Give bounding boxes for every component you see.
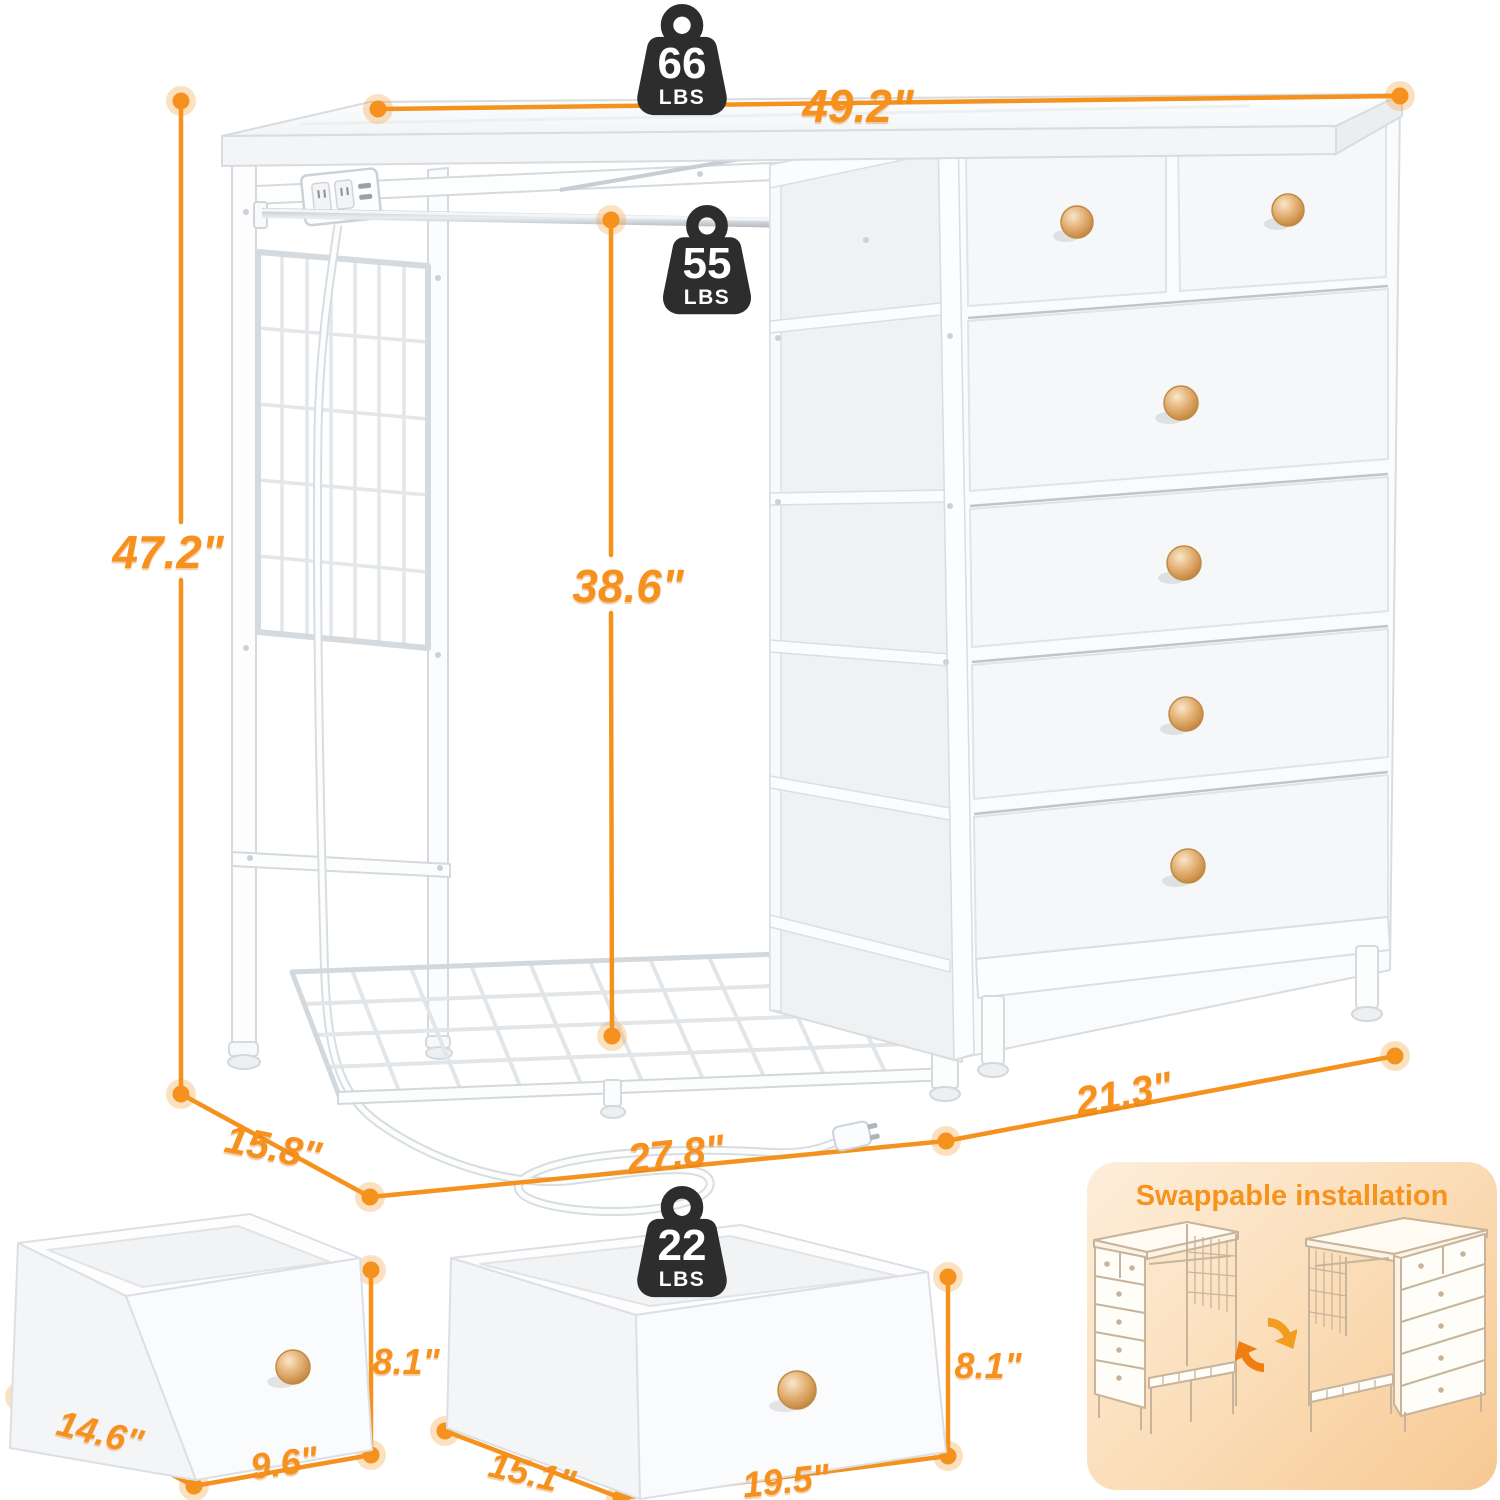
swap-arrows-icon	[1235, 1317, 1297, 1373]
weight-icon	[663, 204, 751, 315]
weight-unit: LBS	[683, 286, 731, 309]
weight-badge-rod: 55 LBS	[650, 202, 764, 322]
mini-config-b	[1305, 1217, 1488, 1432]
weight-value: 22	[657, 1221, 707, 1270]
usb-port	[358, 182, 372, 189]
dresser-right-foot	[1351, 1006, 1383, 1022]
weight-badge-top: 66 LBS	[624, 2, 740, 122]
dimension-label-small-drawer-width: 9.6"	[248, 1438, 320, 1487]
rack-middle-foot	[929, 1086, 961, 1102]
power-cord	[312, 224, 843, 1217]
rack-front-foot	[227, 1054, 261, 1070]
swappable-panel: Swappable installation	[1087, 1162, 1497, 1490]
dimension-label-rod-height: 38.6"	[572, 560, 684, 612]
power-plug	[832, 1120, 880, 1152]
weight-unit: LBS	[658, 1268, 706, 1291]
mini-config-a	[1093, 1221, 1239, 1434]
dimension-label-small-drawer-height: 8.1"	[372, 1341, 440, 1382]
weight-value: 55	[682, 239, 732, 288]
shelf-front-rail	[337, 1067, 951, 1105]
usb-port	[359, 193, 373, 200]
dresser-left-foot	[977, 1062, 1009, 1078]
swappable-title: Swappable installation	[1135, 1180, 1449, 1212]
dimension-label-large-drawer-width: 19.5"	[740, 1455, 832, 1500]
weight-icon	[637, 4, 727, 116]
small-drawer-illustration	[9, 1213, 373, 1481]
weight-value: 66	[657, 39, 707, 88]
weight-badge-drawer: 22 LBS	[624, 1184, 740, 1304]
dimension-label-rack-width: 27.8"	[625, 1127, 727, 1181]
wire-grid-side-panel	[257, 254, 429, 646]
weight-icon	[637, 1186, 727, 1298]
gold-knobs	[1053, 193, 1305, 887]
weight-unit: LBS	[658, 86, 706, 109]
clothes-rack-section	[227, 149, 961, 1217]
dimension-label-width: 49.2"	[802, 80, 914, 132]
corner-brace	[559, 155, 753, 192]
dresser-section	[769, 99, 1401, 1078]
dimension-label-large-drawer-height: 8.1"	[954, 1345, 1022, 1386]
dimension-label-height: 47.2"	[112, 526, 224, 578]
screws	[243, 171, 953, 871]
